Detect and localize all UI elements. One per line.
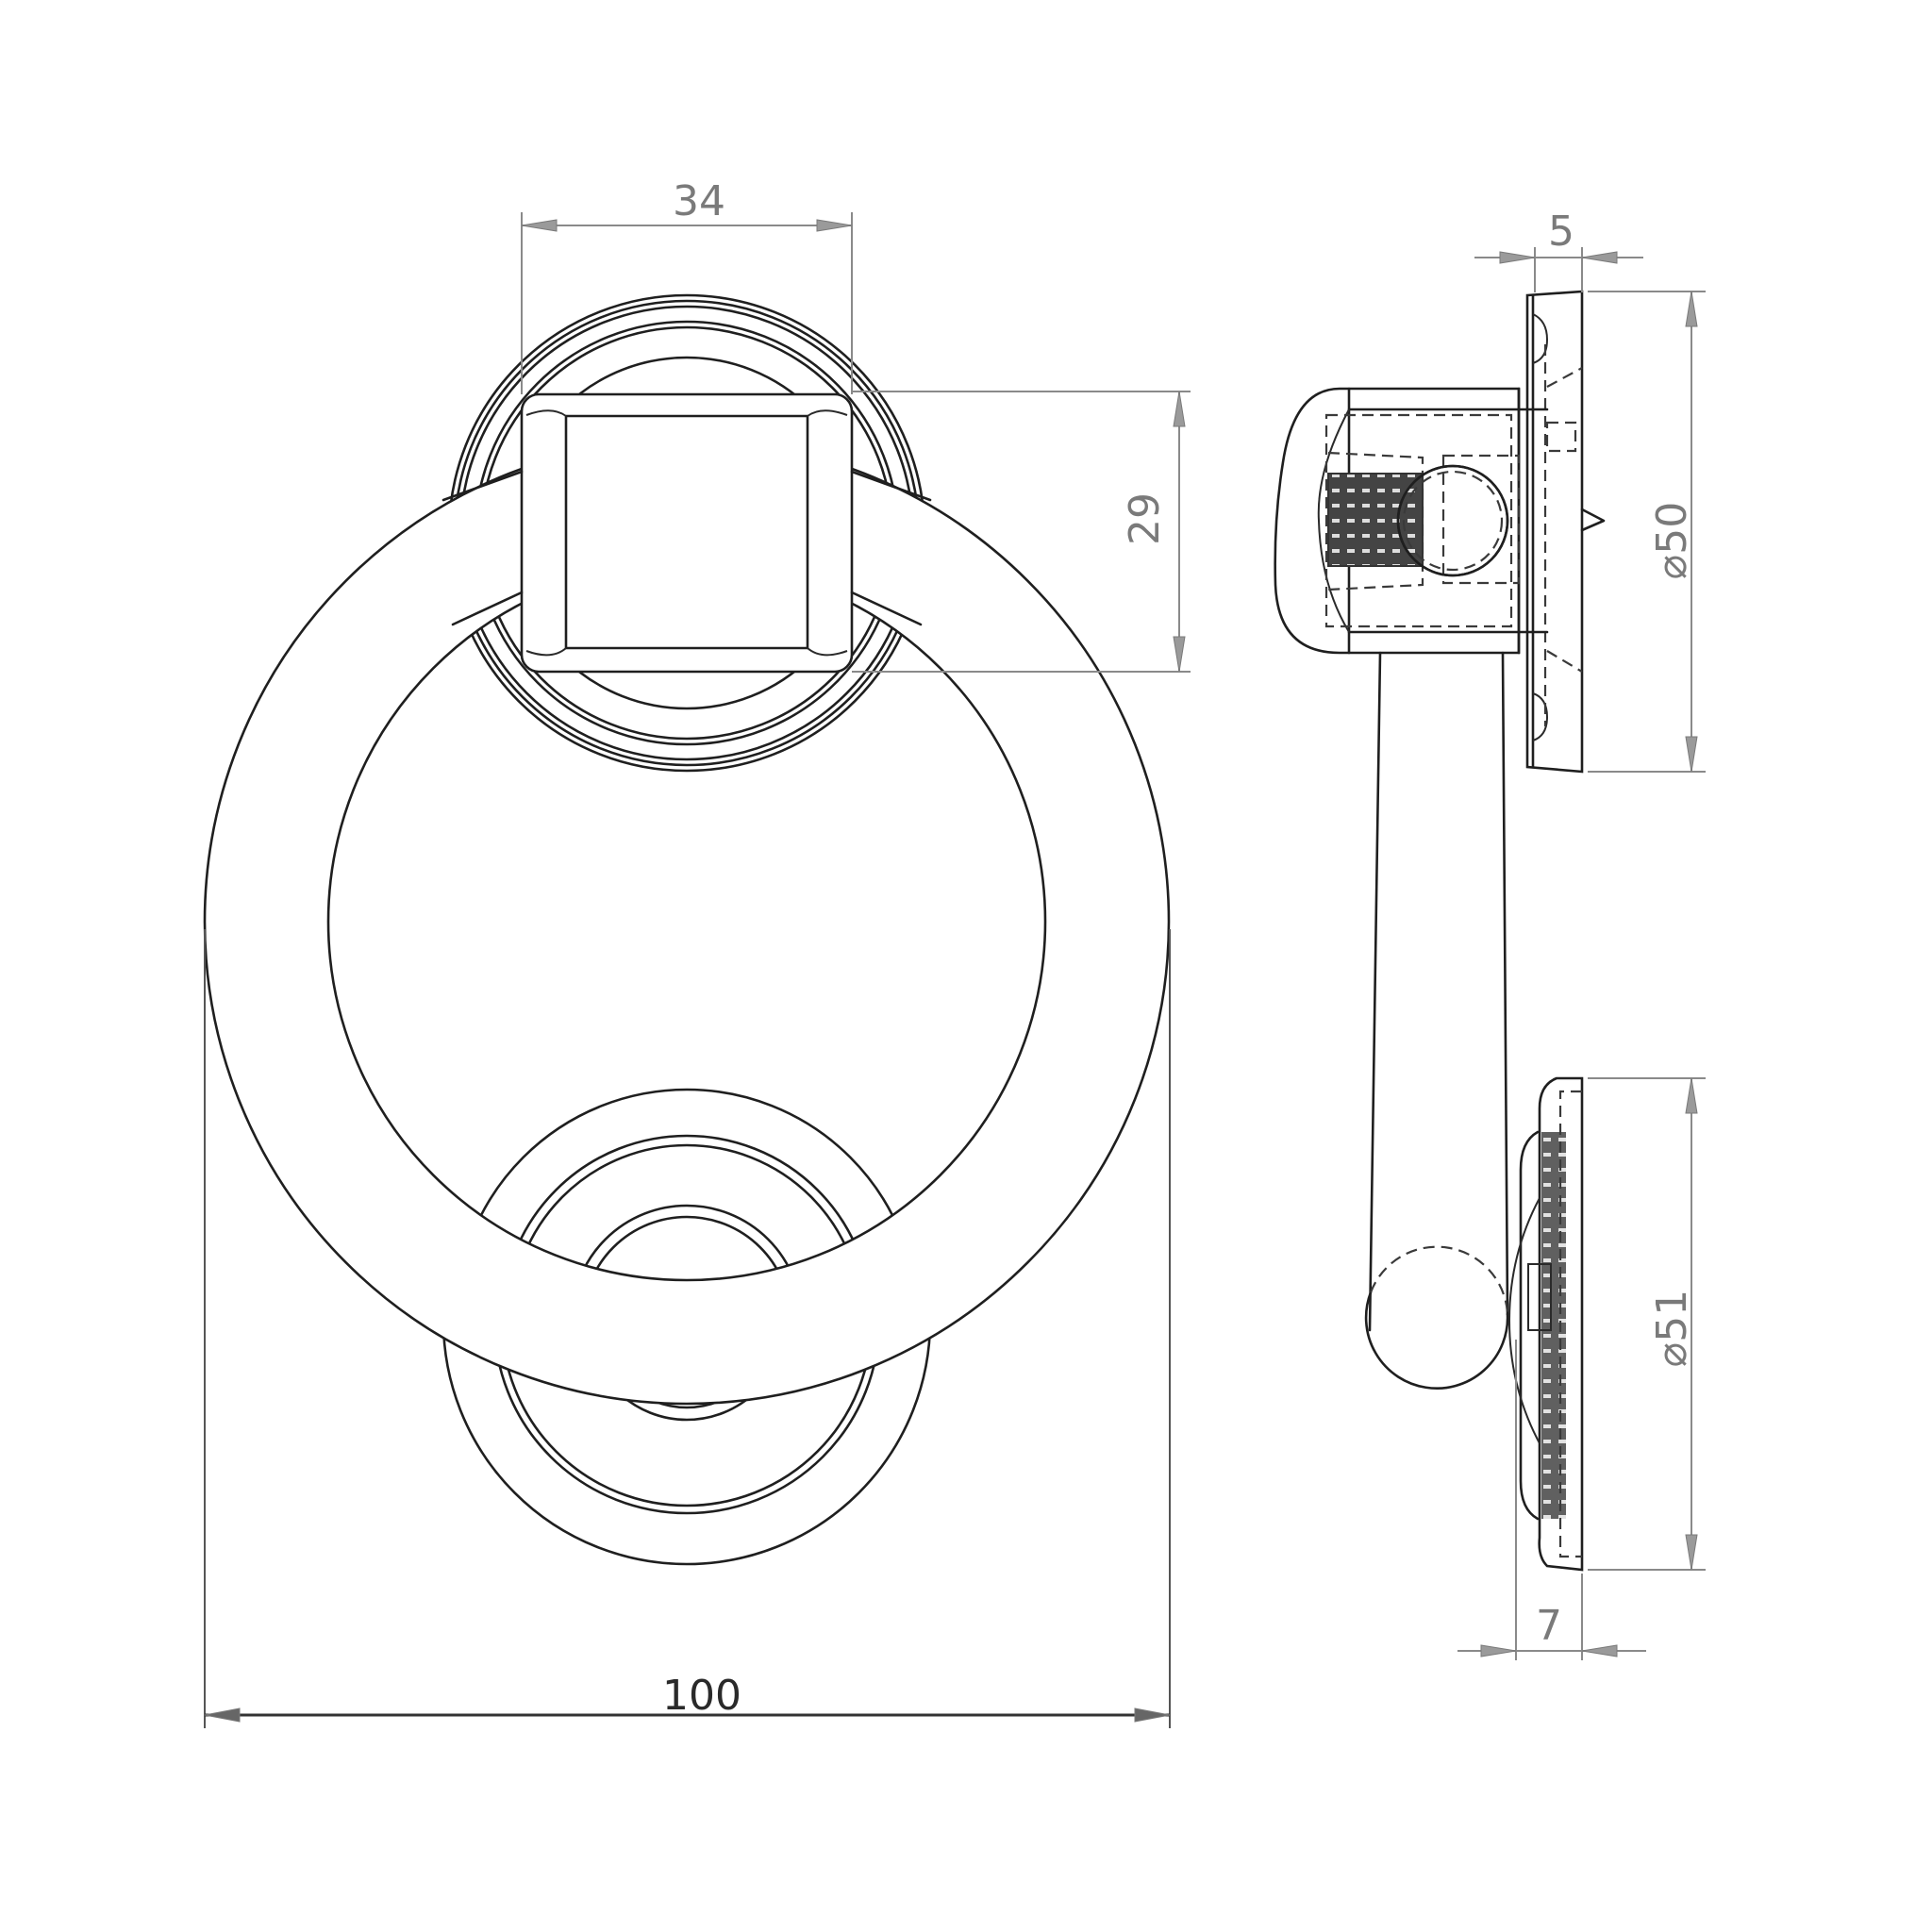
- dim-dia-50: ⌀50: [1588, 291, 1706, 773]
- dim-dia-50-label: ⌀50: [1648, 502, 1696, 579]
- top-plate-side: [1525, 290, 1606, 774]
- front-view: [203, 293, 1171, 1566]
- dim-100: 100: [204, 929, 1171, 1728]
- dim-34: 34: [521, 177, 853, 394]
- side-view: [1274, 290, 1606, 1572]
- dim-5-label: 5: [1548, 208, 1574, 256]
- dim-29-label: 29: [1121, 492, 1169, 545]
- dim-34-label: 34: [673, 177, 725, 225]
- dim-100-label: 100: [662, 1672, 741, 1720]
- pivot-block: [441, 392, 932, 674]
- strike-plate-front: [441, 1075, 932, 1566]
- pivot-housing-side: [1274, 387, 1549, 655]
- dim-dia-51: ⌀51: [1588, 1077, 1706, 1571]
- dim-5: 5: [1474, 208, 1643, 292]
- dim-29: 29: [852, 391, 1191, 673]
- knocker-arm-side: [1364, 651, 1509, 1390]
- dim-7-label: 7: [1536, 1602, 1562, 1650]
- strike-plate-side: [1507, 1076, 1584, 1572]
- dim-7: 7: [1457, 1340, 1646, 1660]
- dim-dia-51-label: ⌀51: [1648, 1290, 1696, 1367]
- dimensions: 34 29 100 5: [204, 177, 1706, 1728]
